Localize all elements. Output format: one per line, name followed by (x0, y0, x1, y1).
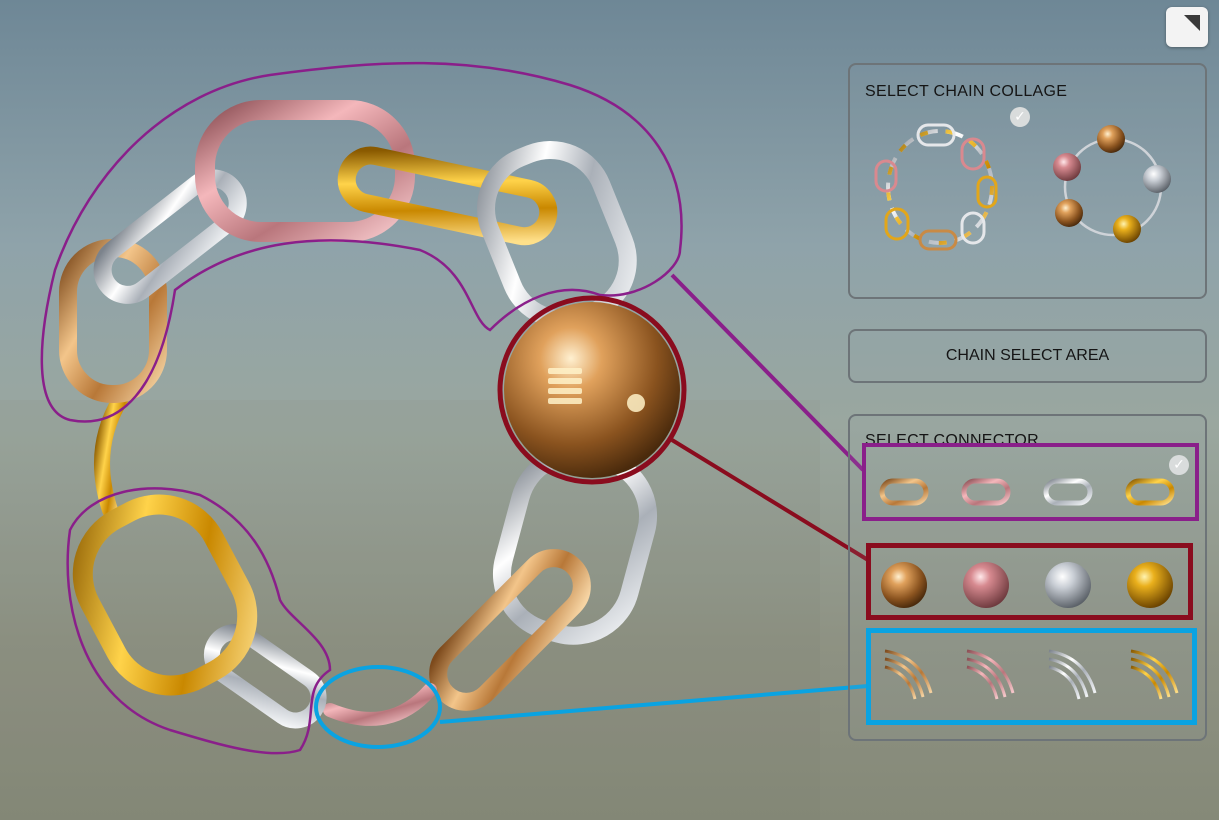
check-icon: ✓ (1169, 455, 1189, 475)
chain-select-area-button[interactable]: CHAIN SELECT AREA (848, 329, 1207, 383)
wire-option-silver[interactable] (1045, 645, 1101, 701)
collage-panel-title: SELECT CHAIN COLLAGE (865, 83, 1068, 100)
annotation-circle-ball (497, 295, 687, 485)
connector-rose-bottom (323, 683, 437, 726)
ball-option-copper[interactable] (879, 560, 929, 610)
expand-corner-button[interactable] (1166, 7, 1208, 47)
link-gold-bottom-left (72, 494, 258, 696)
link-copper-lower (429, 549, 591, 711)
link-option-silver[interactable] (1042, 477, 1096, 509)
connector-panel-title: SELECT CONNECTOR (865, 432, 1040, 446)
link-copper-left (59, 239, 167, 403)
expand-corner-icon (1184, 15, 1200, 31)
annotation-lasso-top (40, 61, 683, 423)
link-gold-top (337, 146, 558, 246)
ball-option-rose[interactable] (961, 560, 1011, 610)
wire-options-row (866, 628, 1197, 725)
collage-option-balls[interactable] (1045, 117, 1185, 257)
ball-options-row (866, 543, 1193, 620)
annotation-overlays (40, 61, 870, 755)
link-options-row: ✓ (862, 443, 1199, 521)
link-option-rose[interactable] (960, 477, 1014, 509)
collage-option-links[interactable] (870, 117, 1010, 257)
check-icon: ✓ (1010, 107, 1030, 127)
wire-option-gold[interactable] (1127, 645, 1183, 701)
ball-option-gold[interactable] (1125, 560, 1175, 610)
chain-collage-panel: SELECT CHAIN COLLAGE ✓ (848, 63, 1207, 299)
annotation-lasso-bottom (66, 487, 332, 755)
link-silver-upper-left (93, 169, 247, 304)
annotation-circle-wire (314, 665, 442, 749)
ball-option-silver[interactable] (1043, 560, 1093, 610)
link-option-copper[interactable] (878, 477, 932, 509)
link-option-gold[interactable] (1124, 477, 1178, 509)
ball-copper-main (504, 302, 680, 478)
wire-option-copper[interactable] (881, 645, 937, 701)
wire-option-rose[interactable] (963, 645, 1019, 701)
main-chain (59, 100, 680, 729)
